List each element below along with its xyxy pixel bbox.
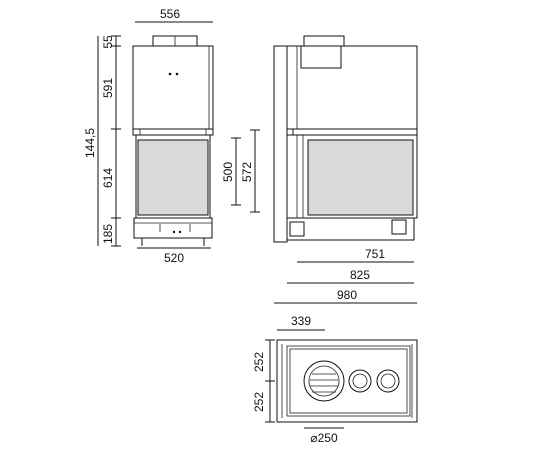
inlet-box	[300, 45, 342, 69]
top-plate-inner-2	[289, 348, 408, 414]
base-foot	[391, 219, 407, 235]
dimension-500: 500	[221, 162, 235, 182]
flue-collar	[303, 35, 345, 47]
convection-box	[286, 45, 418, 130]
top-plate-inner	[286, 345, 411, 417]
top-plate	[276, 339, 418, 423]
glass-panel	[307, 139, 414, 216]
base-dot	[178, 230, 182, 234]
convection-box	[132, 45, 214, 130]
transition-band	[132, 128, 214, 136]
dimension-520: 520	[164, 251, 184, 265]
base-dot	[172, 230, 176, 234]
dimension-751: 751	[365, 247, 385, 261]
dimension-252-bottom: 252	[252, 392, 266, 412]
dimension-252-top: 252	[252, 352, 266, 372]
side-view: 500 572 751 825 980	[221, 35, 418, 304]
screw-dot	[168, 72, 172, 76]
dimension-55: 55	[101, 35, 115, 49]
dimension-980: 980	[337, 288, 357, 302]
dimension-185: 185	[101, 224, 115, 244]
air-port	[348, 369, 372, 393]
transition-band	[292, 128, 418, 136]
dimension-591: 591	[101, 78, 115, 98]
air-port-inner	[352, 373, 368, 389]
flue-outlet	[303, 360, 345, 402]
dimension-total: 144,5	[83, 128, 97, 158]
dimension-614: 614	[101, 168, 115, 188]
front-view: 556 520 55	[83, 7, 214, 265]
base	[133, 217, 213, 239]
base	[286, 217, 415, 241]
glass-panel	[137, 139, 209, 216]
air-port-inner	[380, 373, 396, 389]
screw-dot	[175, 72, 179, 76]
side-panel	[273, 45, 288, 243]
flue-outlet-inner	[308, 365, 340, 397]
base-foot	[289, 221, 305, 237]
dimension-572: 572	[240, 162, 254, 182]
dimension-339: 339	[291, 314, 311, 328]
dimension-diameter: ⌀250	[310, 431, 338, 445]
air-port	[376, 369, 400, 393]
dimension-825: 825	[350, 268, 370, 282]
dimension-556: 556	[160, 7, 180, 21]
top-view: 339 252 252 ⌀250	[252, 314, 418, 445]
